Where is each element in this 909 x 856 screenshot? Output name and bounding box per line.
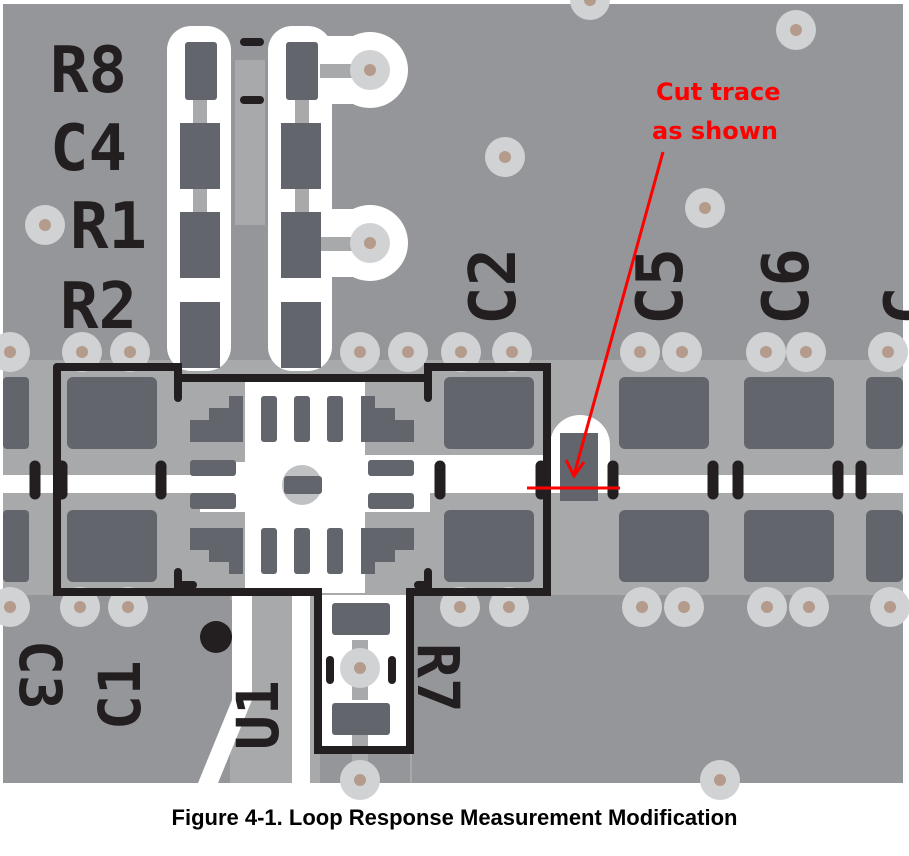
pad xyxy=(281,123,321,189)
via-hole xyxy=(634,346,646,358)
pcb-board-lower-right xyxy=(412,595,903,783)
pads xyxy=(3,42,903,735)
via-hole xyxy=(584,0,596,6)
pcb-board-lower-left xyxy=(3,600,245,783)
pcb-layout-diagram: R8 C4 R1 R2 C2 C5 C6 C C1 U1 R7 C3 Cut t… xyxy=(0,0,909,800)
pad xyxy=(444,377,534,449)
pad xyxy=(3,510,29,582)
via-hole xyxy=(714,774,726,786)
via-hole xyxy=(354,662,366,674)
label-c6: C6 xyxy=(750,248,824,325)
label-r1: R1 xyxy=(70,190,147,264)
annotation-line1: Cut trace xyxy=(656,78,781,106)
via-hole xyxy=(74,601,86,613)
vias xyxy=(0,0,909,800)
pad xyxy=(332,603,390,635)
pad xyxy=(180,123,220,189)
via-hole xyxy=(506,346,518,358)
via-hole xyxy=(354,774,366,786)
pad xyxy=(332,703,390,735)
designators: R8 C4 R1 R2 C2 C5 C6 C C1 U1 R7 C3 xyxy=(6,34,909,750)
via-hole xyxy=(39,219,51,231)
pin1-dot xyxy=(200,621,232,653)
pad xyxy=(180,212,220,278)
pad xyxy=(744,377,834,449)
cut-annotation: Cut trace as shown xyxy=(527,78,781,490)
via xyxy=(570,0,610,20)
via-hole xyxy=(676,346,688,358)
pad xyxy=(866,510,903,582)
label-c1: C1 xyxy=(86,660,154,730)
pad xyxy=(368,460,414,476)
pad xyxy=(190,493,236,509)
pad xyxy=(327,396,343,442)
via-hole xyxy=(636,601,648,613)
label-r7: R7 xyxy=(404,643,472,713)
pad xyxy=(190,396,243,442)
pad xyxy=(180,302,220,368)
pad xyxy=(294,528,310,574)
pad xyxy=(281,302,321,368)
via-hole xyxy=(803,601,815,613)
pad xyxy=(361,528,414,574)
label-c7-partial: C xyxy=(872,286,909,325)
pad xyxy=(361,396,414,442)
pad xyxy=(744,510,834,582)
via-hole xyxy=(455,346,467,358)
via-hole xyxy=(499,151,511,163)
via-hole xyxy=(4,346,16,358)
pad xyxy=(3,377,29,449)
pad xyxy=(327,528,343,574)
pad xyxy=(284,476,322,494)
arrow-head-icon xyxy=(564,459,586,479)
via-hole xyxy=(884,601,896,613)
pad xyxy=(281,212,321,278)
pad xyxy=(190,528,243,574)
label-c2: C2 xyxy=(457,248,531,325)
via-hole xyxy=(364,237,376,249)
pad xyxy=(185,42,217,100)
via-hole xyxy=(122,601,134,613)
label-c4: C4 xyxy=(50,112,127,186)
via-hole xyxy=(364,64,376,76)
pad xyxy=(67,377,157,449)
via-hole xyxy=(678,601,690,613)
via-hole xyxy=(4,601,16,613)
label-r8: R8 xyxy=(50,34,127,108)
via-hole xyxy=(790,24,802,36)
annotation-line2: as shown xyxy=(652,117,778,145)
via-hole xyxy=(882,346,894,358)
via-hole xyxy=(402,346,414,358)
label-r2: R2 xyxy=(60,270,137,344)
via-hole xyxy=(354,346,366,358)
pad xyxy=(190,460,236,476)
via-hole xyxy=(503,601,515,613)
via-hole xyxy=(76,346,88,358)
via-hole xyxy=(760,346,772,358)
via-hole xyxy=(124,346,136,358)
figure-caption: Figure 4-1. Loop Response Measurement Mo… xyxy=(171,805,738,830)
pad xyxy=(67,510,157,582)
pad xyxy=(866,377,903,449)
pad xyxy=(261,396,277,442)
label-c5: C5 xyxy=(624,248,698,325)
via-hole xyxy=(699,202,711,214)
pad xyxy=(368,493,414,509)
label-u1: U1 xyxy=(224,680,292,750)
via-hole xyxy=(454,601,466,613)
pad xyxy=(286,42,318,100)
label-c3-partial: C3 xyxy=(6,640,74,710)
pad xyxy=(619,510,709,582)
silkscreen xyxy=(53,38,551,754)
pad xyxy=(261,528,277,574)
pad xyxy=(294,396,310,442)
pad xyxy=(444,510,534,582)
via-hole xyxy=(761,601,773,613)
via-hole xyxy=(800,346,812,358)
pad xyxy=(619,377,709,449)
annotation-arrow xyxy=(572,151,665,476)
